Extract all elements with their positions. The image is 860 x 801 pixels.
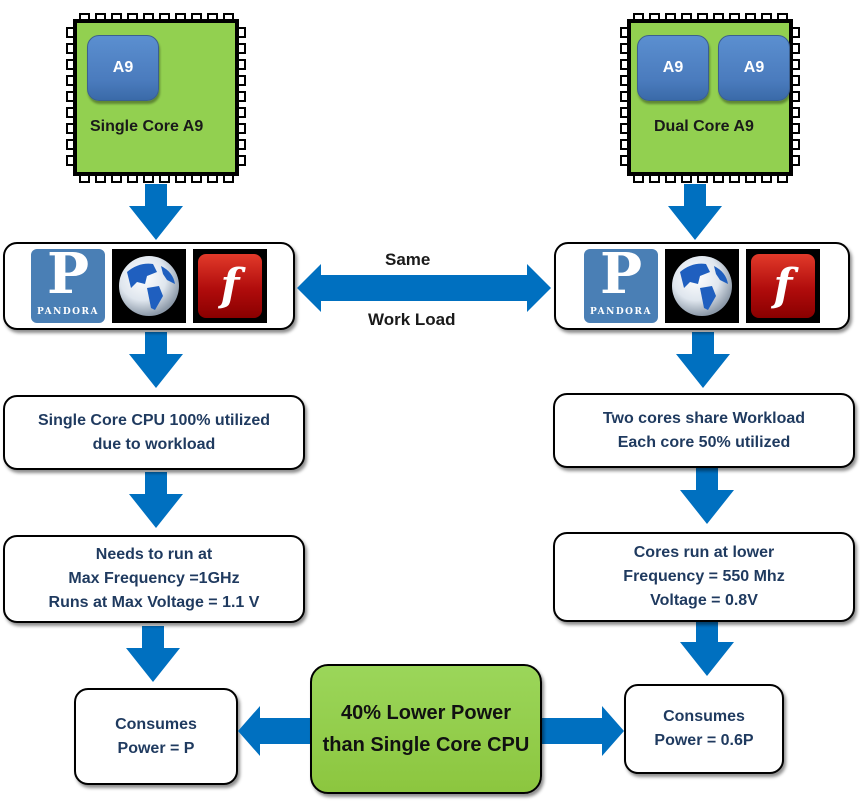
core-a9: A9	[87, 35, 159, 101]
arrow-down-right-4	[680, 620, 734, 676]
workload-label: Work Load	[368, 310, 456, 329]
pandora-letter: P	[599, 241, 643, 307]
chip-label: Single Core A9	[90, 118, 204, 135]
text-line: Two cores share Workload	[602, 409, 806, 427]
arrow-down-left-2	[129, 332, 183, 388]
arrow-down-left-4	[126, 626, 180, 682]
dual-core-chip: A9 A9 Dual Core A9	[620, 13, 800, 183]
text-line: Power = P	[117, 739, 195, 757]
pandora-icon: P PANDORA	[584, 241, 658, 323]
text-line: Each core 50% utilized	[617, 433, 791, 451]
right-frequency-box: Cores run at lower Frequency = 550 Mhz V…	[553, 532, 855, 622]
arrow-left-to-single-power	[238, 706, 312, 756]
text-line: Single Core CPU 100% utilized	[37, 411, 271, 429]
pandora-letter: P	[46, 241, 90, 307]
text-line: 40% Lower Power	[340, 702, 512, 724]
flash-icon: f	[746, 249, 820, 323]
text-line: Needs to run at	[95, 546, 213, 563]
left-workload-apps: P PANDORA f	[3, 242, 295, 330]
chip-pins-left	[620, 27, 629, 166]
pandora-wordmark: PANDORA	[590, 307, 652, 317]
text-line: due to workload	[92, 435, 216, 453]
arrow-down-right-3	[680, 468, 734, 524]
flash-letter: f	[198, 254, 262, 318]
chip-pins-bottom	[633, 174, 788, 183]
text-line: Voltage = 0.8V	[650, 592, 758, 609]
text-line: Power = 0.6P	[654, 732, 754, 749]
right-utilization-box: Two cores share Workload Each core 50% u…	[553, 393, 855, 468]
core-a9-1: A9	[637, 35, 709, 101]
double-arrow-same-workload	[297, 264, 551, 312]
arrow-right-to-dual-power	[540, 706, 624, 756]
text-line: Consumes	[115, 715, 197, 733]
same-label: Same	[385, 250, 431, 269]
pandora-wordmark: PANDORA	[37, 307, 99, 317]
globe-icon	[112, 249, 186, 323]
text-line: Max Frequency =1GHz	[68, 570, 240, 587]
arrow-down-left-1	[129, 184, 183, 240]
globe-icon	[665, 249, 739, 323]
flash-icon: f	[193, 249, 267, 323]
chip-pins-right	[237, 27, 246, 166]
pandora-icon: P PANDORA	[31, 241, 105, 323]
right-workload-apps: P PANDORA f	[554, 242, 850, 330]
left-power-box: Consumes Power = P	[74, 688, 238, 785]
right-power-box: Consumes Power = 0.6P	[624, 684, 784, 774]
chip-body: A9 A9 Dual Core A9	[627, 19, 793, 176]
chip-body: A9 Single Core A9	[73, 19, 239, 176]
arrow-down-right-1	[668, 184, 722, 240]
power-savings-box: 40% Lower Power than Single Core CPU	[310, 664, 542, 794]
text-line: Consumes	[663, 708, 745, 725]
single-core-chip: A9 Single Core A9	[66, 13, 246, 183]
text-line: Runs at Max Voltage = 1.1 V	[48, 594, 260, 611]
arrow-down-left-3	[129, 472, 183, 528]
flash-letter: f	[751, 254, 815, 318]
core-a9-2: A9	[718, 35, 790, 101]
left-utilization-box: Single Core CPU 100% utilized due to wor…	[3, 395, 305, 470]
left-frequency-box: Needs to run at Max Frequency =1GHz Runs…	[3, 535, 305, 623]
chip-label: Dual Core A9	[654, 118, 754, 135]
text-line: than Single Core CPU	[322, 734, 530, 756]
text-line: Cores run at lower	[633, 544, 775, 561]
text-line: Frequency = 550 Mhz	[623, 568, 785, 585]
arrow-down-right-2	[676, 332, 730, 388]
